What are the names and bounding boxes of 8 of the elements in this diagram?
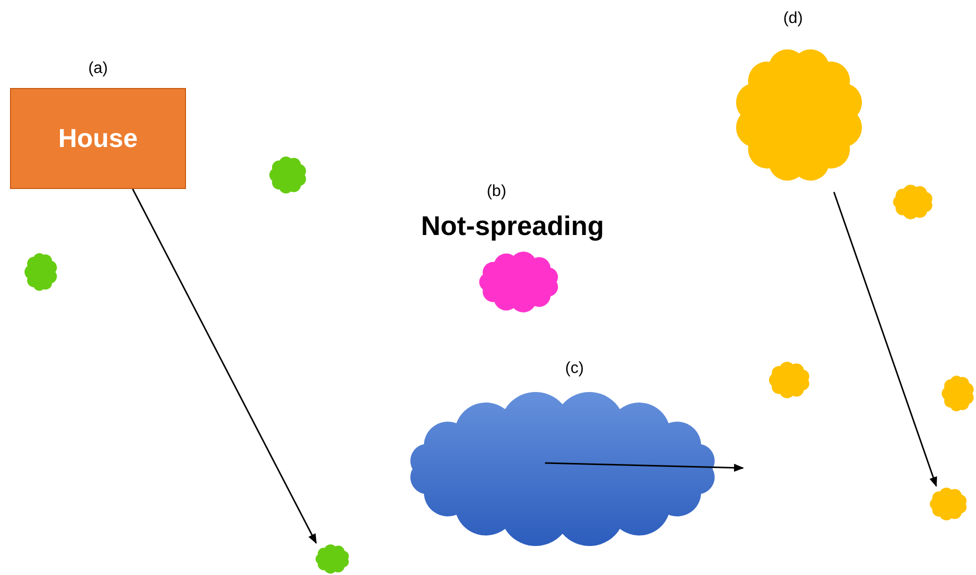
panel-letter: (a) [88, 60, 108, 78]
arrow [132, 188, 317, 544]
box-label: House [58, 123, 138, 154]
panel-letter: (b) [486, 183, 506, 201]
arrow [833, 192, 938, 487]
panel-letter: (d) [783, 10, 803, 28]
heading-label: Not-spreading [420, 211, 604, 242]
panel-letter: (c) [565, 360, 584, 378]
